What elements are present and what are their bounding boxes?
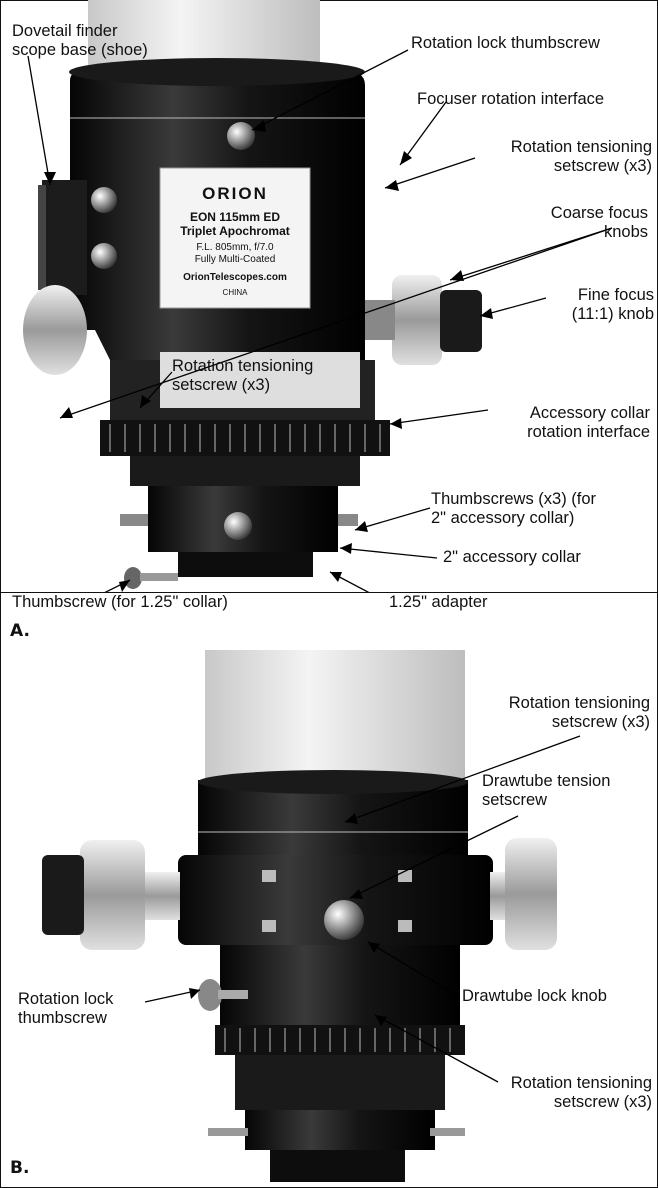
panel-letter-a: A. bbox=[10, 621, 30, 641]
label-thumbscrews-x3: Thumbscrews (x3) (for 2" accessory colla… bbox=[431, 490, 597, 527]
adapter-125 bbox=[178, 552, 313, 577]
tube-label-origin: CHINA bbox=[222, 288, 248, 297]
label-rotation-lock-thumbscrew: Rotation lock thumbscrew bbox=[411, 34, 600, 52]
label-drawtube-lock-knob: Drawtube lock knob bbox=[462, 987, 607, 1005]
tube-label-website: OrionTelescopes.com bbox=[183, 272, 287, 283]
panel-a-illustration bbox=[23, 0, 613, 592]
label-b-rotation-tensioning-top: Rotation tensioning setscrew (x3) bbox=[508, 694, 650, 731]
panel-divider bbox=[0, 592, 658, 593]
label-b-rotation-tensioning-bottom: Rotation tensioning setscrew (x3) bbox=[510, 1074, 652, 1111]
label-focuser-rotation-interface: Focuser rotation interface bbox=[417, 90, 605, 108]
label-b-rotation-lock-thumbscrew: Rotation lock thumbscrew bbox=[18, 990, 114, 1027]
dovetail-shoe bbox=[42, 180, 87, 295]
tube-label-spec-1: F.L. 805mm, f/7.0 bbox=[196, 242, 274, 253]
label-fine-focus-knob: Fine focus (11:1) knob bbox=[571, 286, 654, 323]
label-accessory-collar-rotation: Accessory collar rotation interface bbox=[527, 404, 650, 441]
left-coarse-knob bbox=[23, 285, 87, 375]
label-thumbscrew-125: Thumbscrew (for 1.25" collar) bbox=[12, 593, 228, 611]
right-coarse-knob bbox=[392, 275, 442, 365]
label-2in-accessory-collar: 2" accessory collar bbox=[443, 548, 581, 566]
tube-label-spec-2: Fully Multi-Coated bbox=[194, 254, 276, 265]
tube-label-model-2: Triplet Apochromat bbox=[180, 224, 290, 238]
label-adapter-125: 1.25" adapter bbox=[389, 593, 488, 611]
fine-focus-knob bbox=[440, 290, 482, 352]
label-coarse-focus-knobs: Coarse focus knobs bbox=[550, 204, 648, 241]
rotation-lock-ball bbox=[227, 122, 255, 150]
label-rotation-tensioning-top: Rotation tensioning setscrew (x3) bbox=[510, 138, 652, 175]
tube-label bbox=[159, 167, 311, 309]
tube-label-brand: ORION bbox=[202, 184, 268, 203]
tube-label-model-1: EON 115mm ED bbox=[189, 210, 281, 224]
label-dovetail-shoe: Dovetail finder scope base (shoe) bbox=[12, 22, 148, 59]
label-rotation-tensioning-mid: Rotation tensioning setscrew (x3) bbox=[172, 357, 314, 394]
label-drawtube-tension-setscrew: Drawtube tension setscrew bbox=[482, 772, 611, 809]
panel-letter-b: B. bbox=[10, 1158, 30, 1178]
